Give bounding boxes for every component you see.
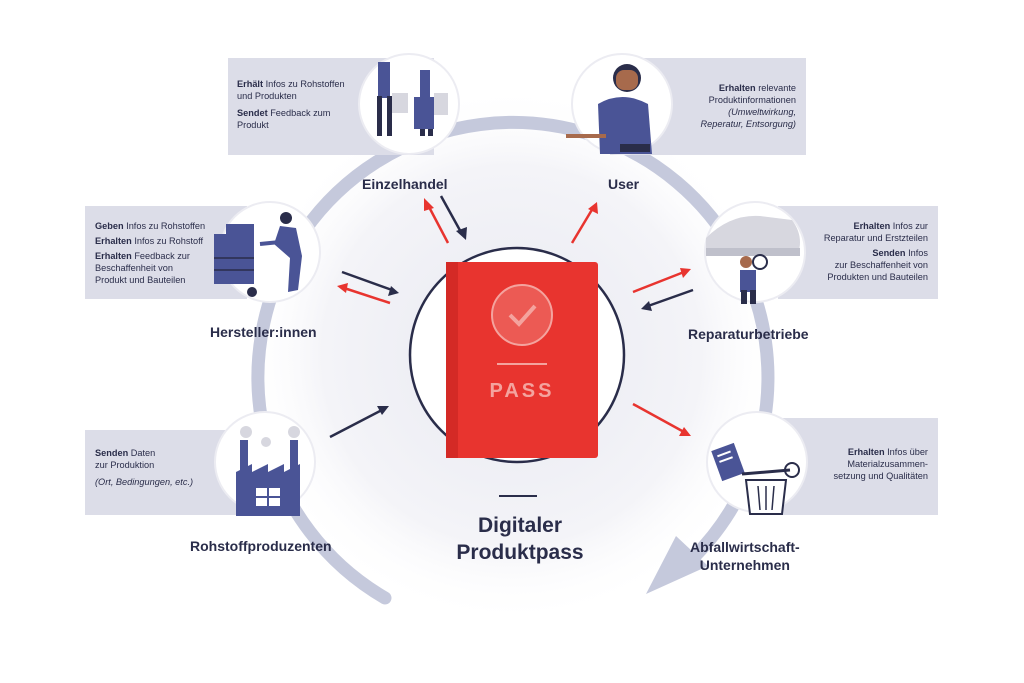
arrow-out-hersteller xyxy=(343,286,391,305)
arrow-out-reparatur xyxy=(632,270,685,294)
arrow-out-user xyxy=(570,207,595,244)
arrow-in-hersteller xyxy=(341,270,393,292)
flow-arrows xyxy=(329,195,694,439)
diagram-title-line1: Digitaler xyxy=(477,514,563,537)
node-title-rohstoff: Rohstoffproduzenten xyxy=(190,538,332,554)
diagram-title: Digitaler Produktpass xyxy=(420,512,620,566)
cycle-arrowhead xyxy=(646,536,708,594)
node-title-user: User xyxy=(608,176,640,192)
node-title-abfall-line1: Abfallwirtschaft- xyxy=(690,539,800,555)
worker-handtruck-icon xyxy=(214,201,321,303)
arrow-in-rohstoff xyxy=(329,408,383,439)
car-mechanic-icon xyxy=(704,201,806,304)
arrow-in-einzelhandel xyxy=(439,195,464,235)
arrow-in-reparatur xyxy=(647,288,694,308)
user-person-icon xyxy=(566,53,673,155)
node-title-abfall: Abfallwirtschaft- Unternehmen xyxy=(690,538,800,574)
node-title-hersteller: Hersteller:innen xyxy=(210,324,317,340)
passport-label: PASS xyxy=(489,380,555,402)
node-title-einzelhandel: Einzelhandel xyxy=(362,176,448,192)
shopping-people-icon xyxy=(358,53,460,155)
arrow-out-abfall xyxy=(632,402,685,434)
info-text-hersteller: Geben Infos zu Rohstoffen Erhalten Infos… xyxy=(95,221,206,285)
waste-bin-icon xyxy=(706,411,808,515)
factory-icon xyxy=(214,411,316,516)
node-title-reparatur: Reparaturbetriebe xyxy=(688,326,809,342)
node-title-abfall-line2: Unternehmen xyxy=(699,557,790,573)
cycle-ring-dashes xyxy=(439,71,641,97)
diagram-title-line2: Produktpass xyxy=(456,541,584,564)
arrow-out-einzelhandel xyxy=(426,204,450,244)
passport-icon xyxy=(408,246,626,464)
